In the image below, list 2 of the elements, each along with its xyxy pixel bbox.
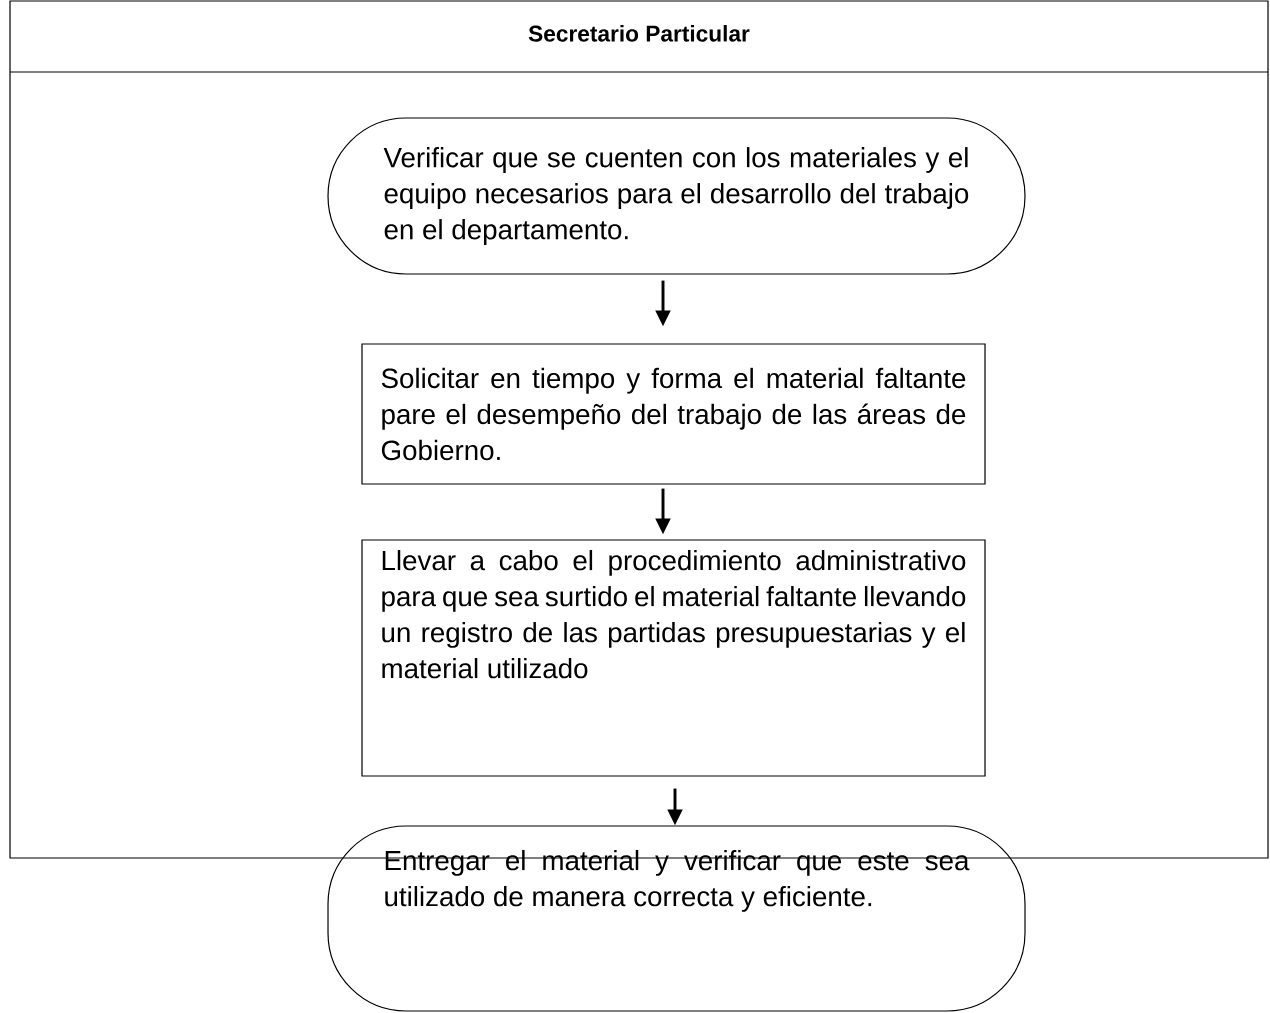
process-box: Llevar a cabo el procedimiento administrativo para que sea surtido el material faltante llevando un registro de las partidas presupuestarias y el material utilizado bbox=[361, 539, 986, 777]
process-box: Solicitar en tiempo y forma el material faltante pare el desempeño del trabajo de las áreas de Gobierno. bbox=[361, 343, 986, 485]
